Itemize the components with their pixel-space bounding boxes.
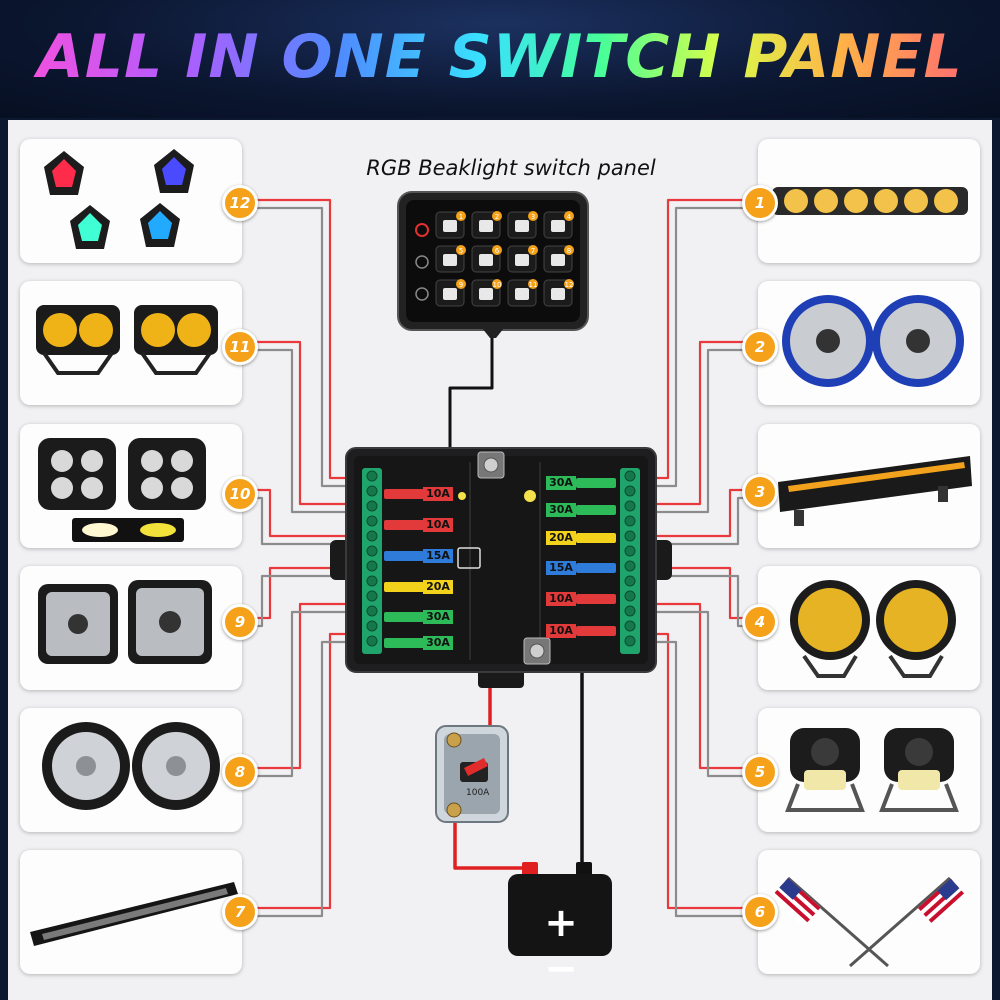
badge-6: 6 [742,894,778,930]
switch-panel-caption: RGB Beaklight switch panel [366,156,656,180]
amber-drl-light-bar-icon [778,456,972,526]
badge-11: 11 [222,329,258,365]
wire-2 [640,340,745,514]
round-spot-light-bar-icon [772,187,968,215]
svg-text:12: 12 [565,281,574,289]
switch-key-9[interactable]: 9 [435,279,466,307]
svg-text:10: 10 [493,281,502,289]
badge-8: 8 [222,754,258,790]
svg-text:4: 4 [567,213,572,221]
wire-3 [640,488,745,546]
breaker-rating: 100A [466,788,490,798]
badge-9: 9 [222,604,258,640]
product-card-6[interactable] [758,850,980,974]
slim-led-light-bar-icon [30,882,238,946]
fuse-left-4-rating: 20A [423,580,453,594]
fuse-right-5-rating: 10A [546,592,576,606]
svg-text:6: 6 [495,247,500,255]
circuit-breaker[interactable] [430,718,514,830]
rgb-rock-lights-icon [44,149,194,249]
battery-terminals: + − [544,900,592,992]
wire-4 [640,566,745,628]
fuse-right-6-rating: 10A [546,624,576,638]
product-card-11[interactable] [20,281,242,405]
svg-text:1: 1 [459,213,463,221]
fuse-left-6-rating: 30A [423,636,453,650]
product-card-5[interactable] [758,708,980,832]
switch-key-10[interactable]: 10 [471,279,502,307]
svg-text:8: 8 [567,247,571,255]
ground-wire [540,648,584,880]
switch-key-1[interactable]: 1 [435,211,466,239]
svg-text:9: 9 [459,281,463,289]
switch-key-3[interactable]: 3 [507,211,538,239]
control-cable [448,334,494,492]
product-card-1[interactable] [758,139,980,263]
fuse-left-5-rating: 30A [423,610,453,624]
page-title: ALL IN ONE SWITCH PANEL [0,22,1000,92]
svg-text:11: 11 [529,281,538,289]
product-card-8[interactable] [20,708,242,832]
fuse-right-4-rating: 15A [546,561,576,575]
badge-7: 7 [222,894,258,930]
wire-10 [255,488,362,546]
wire-5 [640,602,745,778]
product-card-7[interactable] [20,850,242,974]
svg-text:3: 3 [531,213,535,221]
badge-10: 10 [222,476,258,512]
amber-cube-pod-lights-icon [36,305,218,375]
product-card-2[interactable] [758,281,980,405]
fuse-right-2-rating: 30A [546,503,576,517]
badge-1: 1 [742,185,778,221]
header-background [0,0,1000,118]
round-led-driving-lights-icon [42,722,220,810]
badge-12: 12 [222,185,258,221]
switch-key-11[interactable]: 11 [507,279,538,307]
badge-3: 3 [742,474,778,510]
product-card-12[interactable] [20,139,242,263]
switch-key-6[interactable]: 6 [471,245,502,273]
fuse-left-3-rating: 15A [423,549,453,563]
switch-key-12[interactable]: 12 [543,279,574,307]
badge-2: 2 [742,329,778,365]
svg-text:7: 7 [531,247,535,255]
blue-halo-round-lights-icon [782,295,964,387]
fuse-right-1-rating: 30A [546,476,576,490]
battery-icon [508,862,612,956]
square-led-pod-lights-icon [38,580,212,664]
product-card-4[interactable] [758,566,980,690]
wire-9 [255,566,362,628]
fuse-left-2-rating: 10A [423,518,453,532]
svg-text:5: 5 [459,247,463,255]
switch-key-2[interactable]: 2 [471,211,502,239]
switch-key-7[interactable]: 7 [507,245,538,273]
switch-key-4[interactable]: 4 [543,211,574,239]
badge-4: 4 [742,604,778,640]
wire-8 [255,602,362,778]
led-whip-flags-icon [770,876,969,968]
fuse-right-3-rating: 20A [546,531,576,545]
quad-led-pod-lights-icon [38,438,206,542]
wire-11 [255,340,362,514]
switch-key-8[interactable]: 8 [543,245,574,273]
fuse-left-1-rating: 10A [423,487,453,501]
switch-key-5[interactable]: 5 [435,245,466,273]
product-card-9[interactable] [20,566,242,690]
product-card-3[interactable] [758,424,980,548]
badge-5: 5 [742,754,778,790]
product-card-10[interactable] [20,424,242,548]
fog-lights-icon [785,728,959,812]
svg-text:2: 2 [495,213,499,221]
amber-round-pod-lights-icon [790,580,956,678]
